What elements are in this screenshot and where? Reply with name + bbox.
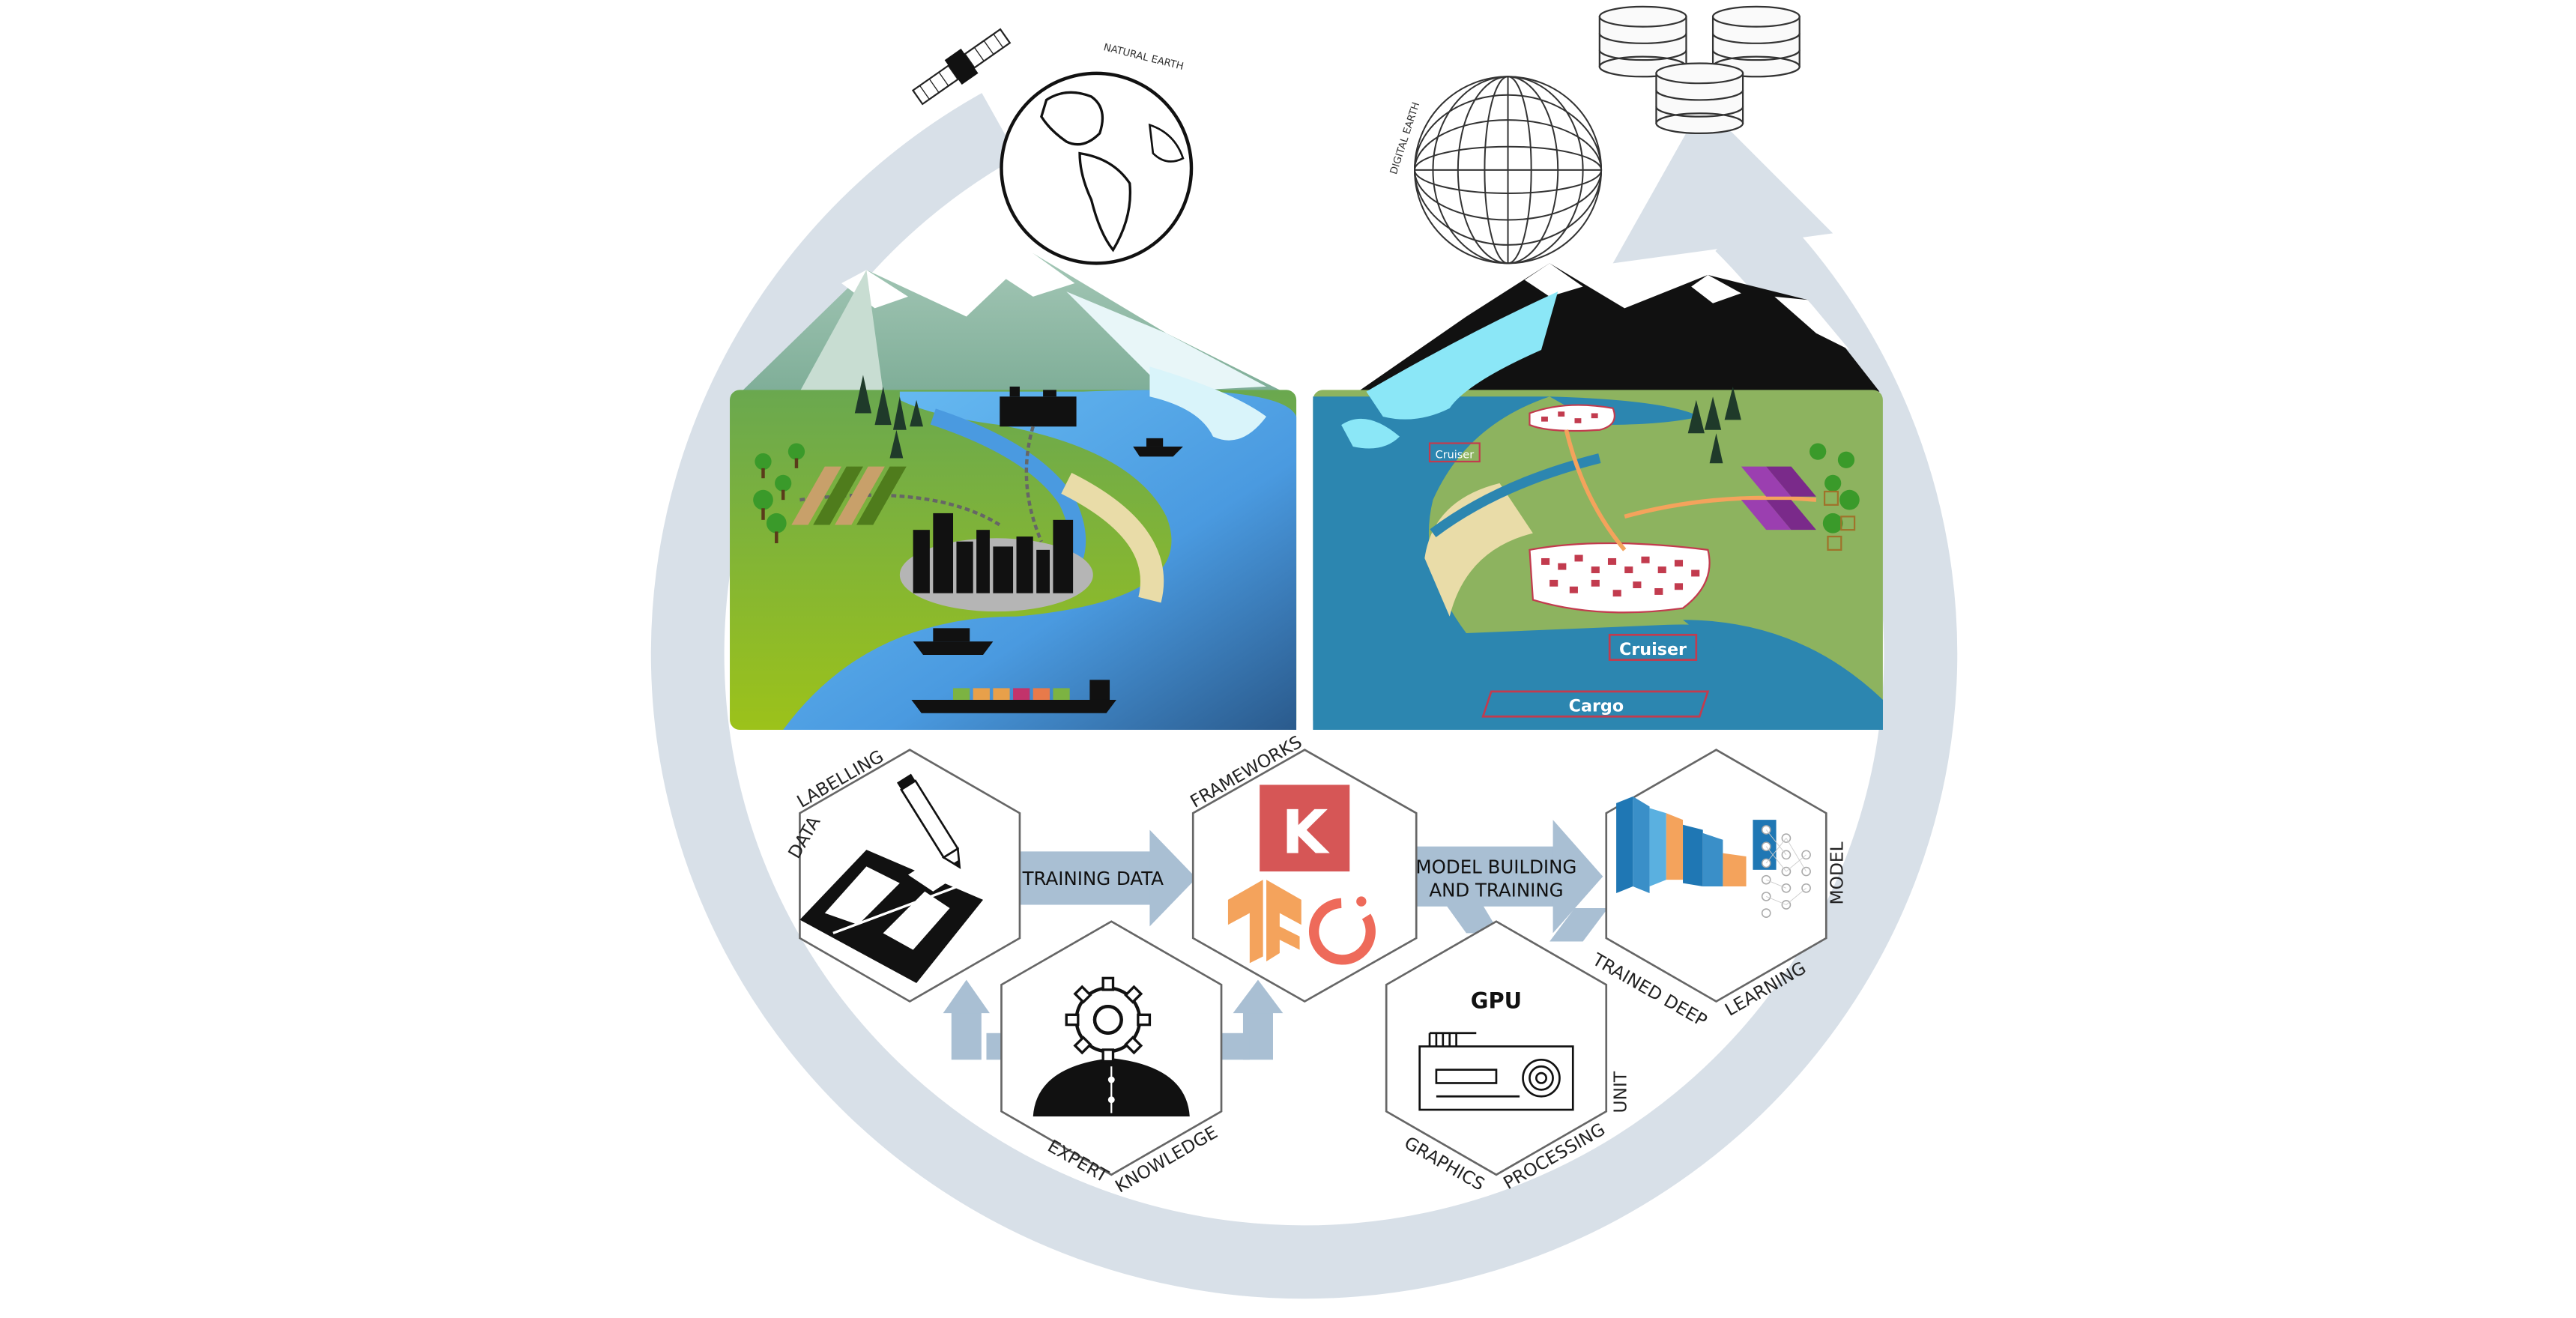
model-label: MODEL: [1827, 841, 1848, 904]
cruiser-label-large: Cruiser: [1619, 640, 1687, 659]
wireframe-globe-icon: [1414, 76, 1603, 264]
model-building-label-2: AND TRAINING: [1429, 879, 1563, 901]
database-icon: [1598, 5, 1801, 135]
gear-head-icon: [1032, 976, 1190, 1116]
keras-icon: K: [1260, 785, 1350, 872]
model-building-label-1: MODEL BUILDING: [1416, 856, 1577, 877]
cruiser-label-small: Cruiser: [1436, 450, 1475, 462]
frameworks-hex: [1191, 749, 1418, 1003]
unit-label: UNIT: [1609, 1071, 1630, 1113]
satellite-icon: [911, 28, 1012, 106]
gpu-card-icon: [1418, 1032, 1574, 1111]
labelled-map-icon: [799, 850, 984, 984]
flow-arrows: [943, 820, 1608, 1060]
globe-icon: [1000, 71, 1194, 265]
cycle-arrow: [650, 93, 1958, 1299]
gpu-hex: [1385, 920, 1608, 1176]
cargo-label: Cargo: [1569, 697, 1624, 716]
neural-network-icon: [1616, 796, 1811, 918]
pencil-icon: [897, 773, 961, 869]
digital-earth-panel: Cruiser Cruiser Cargo: [1313, 263, 1883, 731]
gpu-title: GPU: [1471, 988, 1522, 1013]
training-data-label: TRAINING DATA: [1022, 868, 1164, 889]
pytorch-icon: [1309, 896, 1376, 965]
natural-earth-label: NATURAL EARTH: [1102, 42, 1185, 73]
natural-earth-panel: [730, 253, 1297, 731]
keras-letter: K: [1281, 798, 1330, 868]
tensorflow-icon: [1227, 880, 1301, 964]
